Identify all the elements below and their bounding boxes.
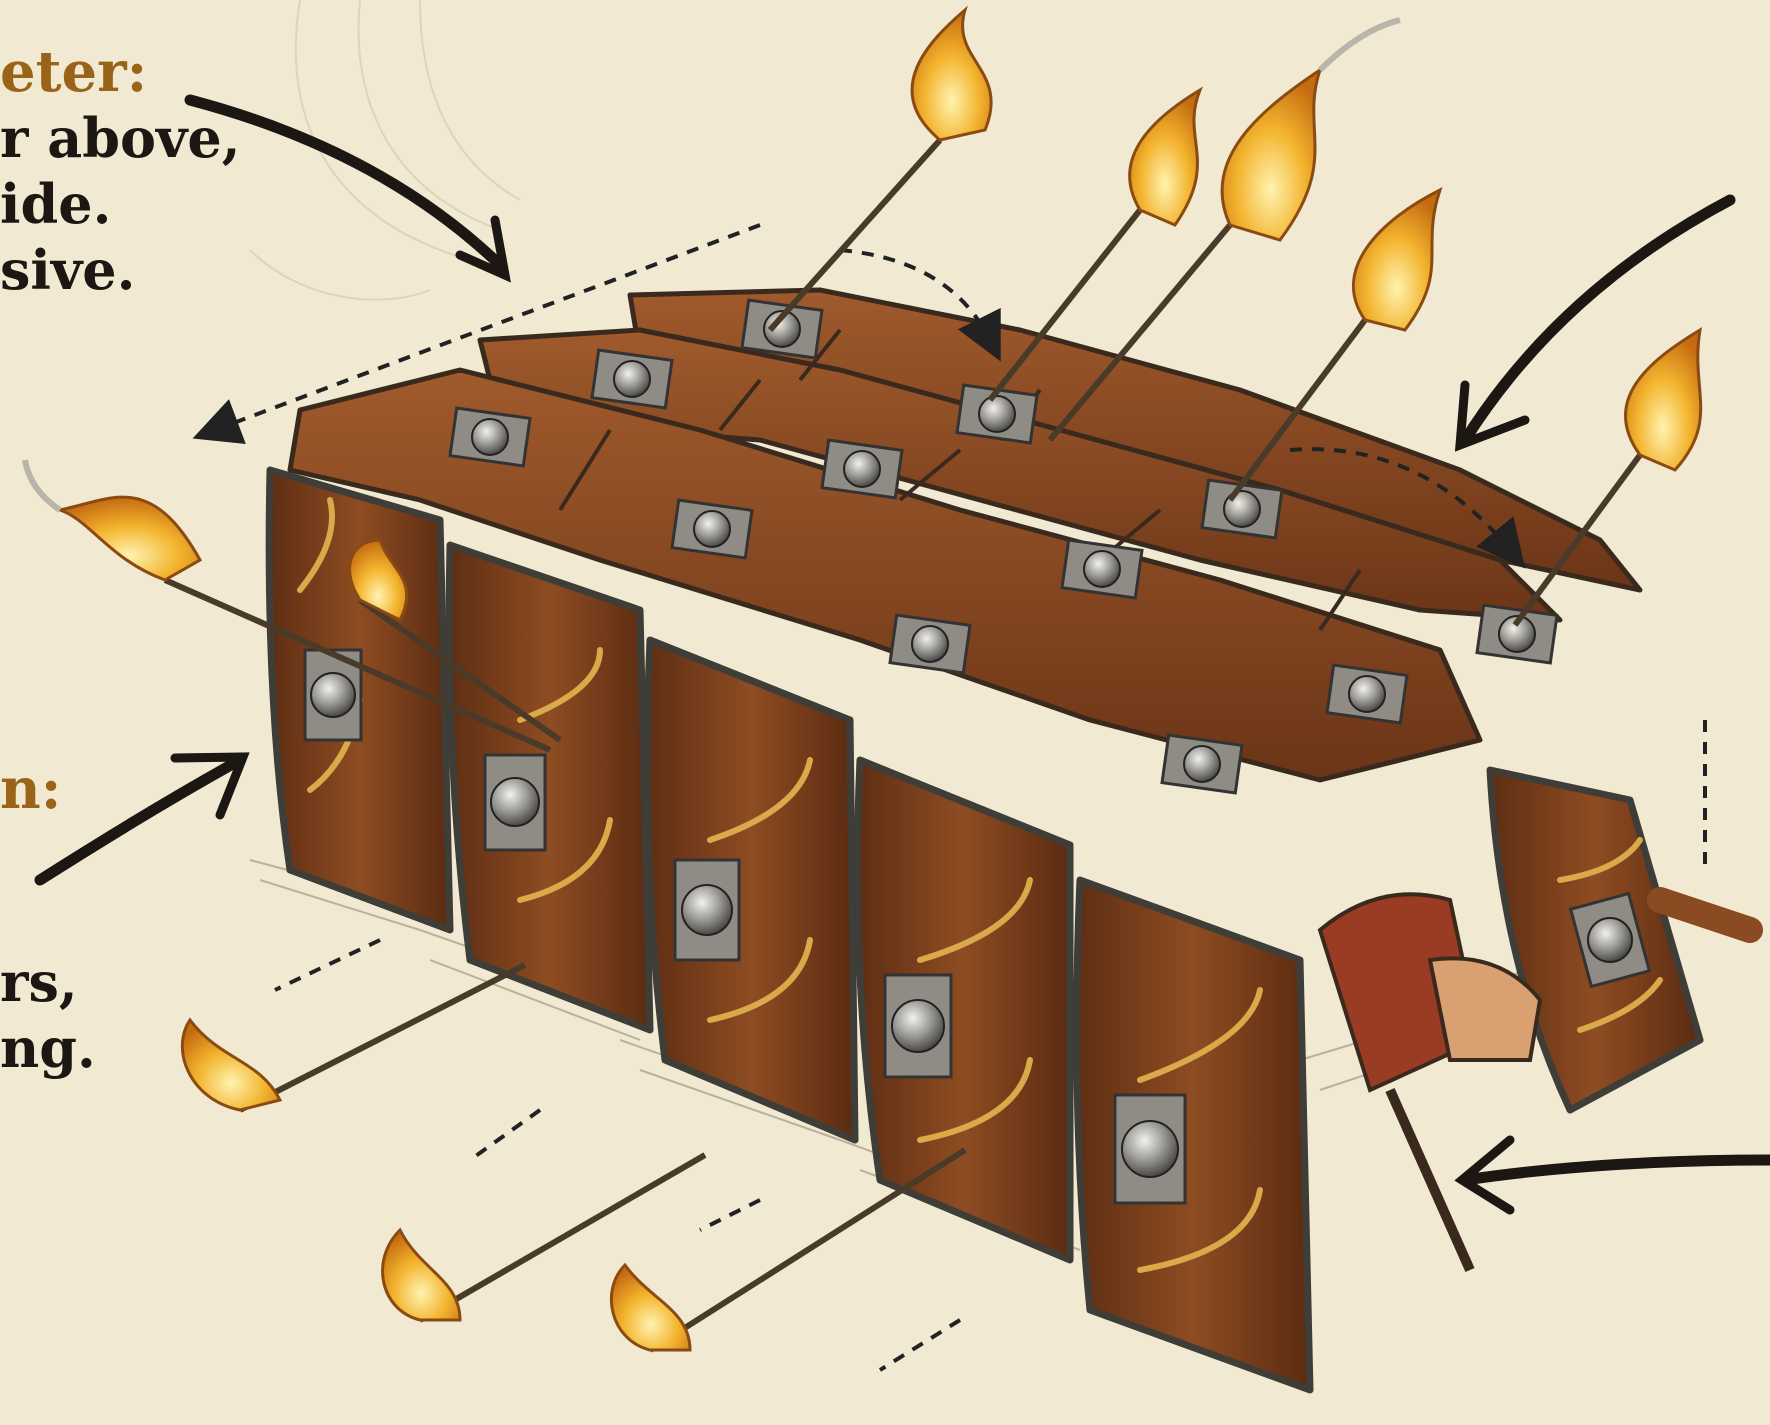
shield-boss xyxy=(485,755,545,850)
callout-mid-heading: n: xyxy=(0,755,61,823)
shield-boss xyxy=(450,408,530,466)
callout-top: eter: r above, ide. sive. xyxy=(0,38,241,304)
callout-bottom-line-2: ng. xyxy=(0,1016,96,1082)
shield-boss xyxy=(1062,540,1142,598)
shield-boss xyxy=(675,860,739,960)
callout-top-line-1: r above, xyxy=(0,106,241,172)
wall-shield xyxy=(1077,880,1310,1390)
background-contours xyxy=(250,0,520,300)
shield-boss xyxy=(1477,605,1557,663)
callout-top-heading: eter: xyxy=(0,38,241,106)
shield-boss xyxy=(885,975,951,1077)
shield-boss xyxy=(822,440,902,498)
wall-shield xyxy=(449,545,650,1030)
callout-bottom: rs, ng. xyxy=(0,950,96,1082)
callout-mid: n: xyxy=(0,755,61,823)
shield-boss xyxy=(1327,665,1407,723)
shield-boss xyxy=(672,500,752,558)
shield-boss xyxy=(742,300,822,358)
shield-boss xyxy=(1115,1095,1185,1203)
shield-boss xyxy=(592,350,672,408)
flaming-arrow xyxy=(1050,20,1400,440)
callout-top-line-3: sive. xyxy=(0,238,241,304)
flaming-arrow xyxy=(182,965,525,1110)
shield-boss xyxy=(1162,735,1242,793)
shield-boss xyxy=(890,615,970,673)
flaming-arrow xyxy=(770,10,991,330)
callout-bottom-line-1: rs, xyxy=(0,950,96,1016)
callout-top-line-2: ide. xyxy=(0,172,241,238)
